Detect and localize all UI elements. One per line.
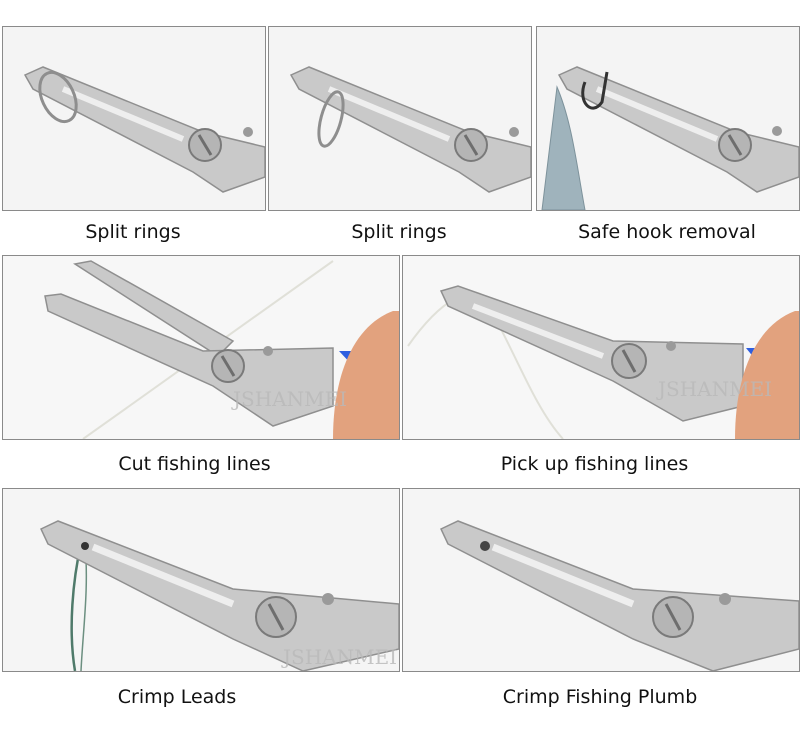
- photo-split-rings-1: [2, 26, 266, 211]
- caption-split-rings-1: Split rings: [85, 221, 181, 243]
- pliers-image: JSHANMEI: [403, 256, 799, 439]
- caption-crimp-fishing-plumb: Crimp Fishing Plumb: [502, 686, 698, 708]
- photo-safe-hook-removal: [536, 26, 800, 211]
- split-ring-icon: [38, 70, 78, 124]
- pliers-image: JSHANMEI: [3, 256, 399, 439]
- finger-icon: [735, 311, 799, 439]
- plumb-sinker-icon: [480, 541, 490, 551]
- caption-crimp-leads: Crimp Leads: [117, 686, 237, 708]
- watermark: JSHANMEI: [231, 387, 347, 411]
- caption-safe-hook-removal: Safe hook removal: [578, 221, 756, 243]
- pliers-image: [269, 27, 531, 210]
- fish-hook-icon: [581, 71, 609, 110]
- pliers-image: JSHANMEI: [3, 489, 399, 671]
- pliers-image: [403, 489, 799, 671]
- caption-cut-fishing-lines: Cut fishing lines: [118, 453, 271, 475]
- photo-split-rings-2: [268, 26, 532, 211]
- finger-icon: [333, 311, 399, 439]
- pliers-image: [3, 27, 265, 210]
- watermark: JSHANMEI: [656, 377, 772, 401]
- photo-pick-up-fishing-lines: JSHANMEI: [402, 255, 800, 440]
- watermark: JSHANMEI: [281, 645, 397, 669]
- caption-split-rings-2: Split rings: [351, 221, 447, 243]
- photo-cut-fishing-lines: JSHANMEI: [2, 255, 400, 440]
- caption-pick-up-fishing-lines: Pick up fishing lines: [500, 453, 689, 475]
- photo-crimp-fishing-plumb: [402, 488, 800, 672]
- pliers-image: [537, 27, 799, 210]
- photo-crimp-leads: JSHANMEI: [2, 488, 400, 672]
- split-ring-icon: [317, 90, 345, 148]
